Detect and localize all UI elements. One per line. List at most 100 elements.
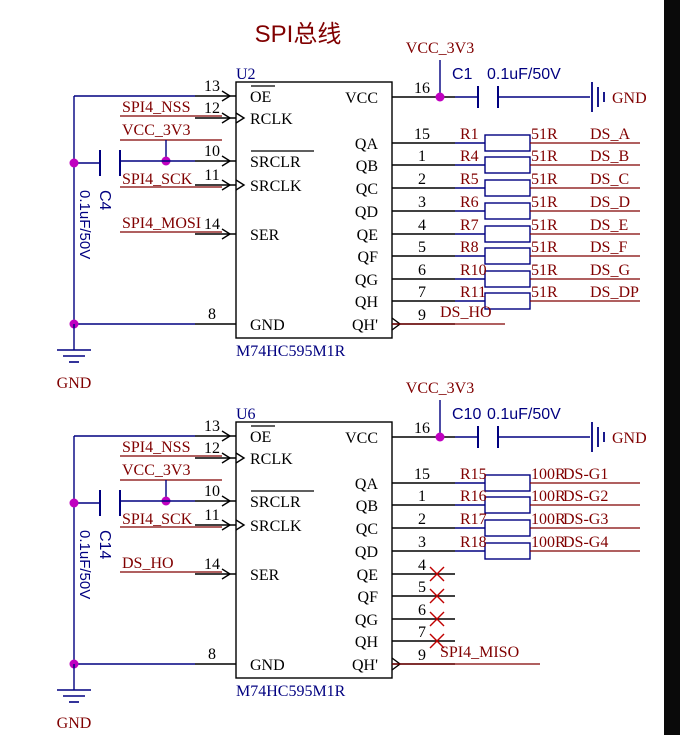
capacitor-c bbox=[477, 426, 499, 448]
resistor-r15 bbox=[484, 474, 531, 492]
pin-name: QC bbox=[356, 521, 378, 538]
input-arrow bbox=[221, 112, 232, 124]
pin-name: SRCLR bbox=[250, 154, 301, 171]
pin-number: 9 bbox=[418, 647, 426, 664]
pin-name: QA bbox=[355, 136, 379, 153]
resistor-ref: R15 bbox=[460, 466, 487, 483]
net-label-vcc: VCC_3V3 bbox=[122, 122, 190, 139]
net-label-output: DS-G4 bbox=[563, 534, 608, 551]
pin-number: 10 bbox=[204, 143, 220, 160]
pin-name: QB bbox=[356, 158, 378, 175]
pin-number: 7 bbox=[418, 284, 426, 301]
resistor-r5 bbox=[484, 179, 531, 197]
cap-value: 0.1uF/50V bbox=[487, 66, 561, 83]
pin-name: QH bbox=[355, 294, 379, 311]
pin-name: QH' bbox=[352, 657, 378, 674]
pin-name: QG bbox=[355, 612, 379, 629]
pin-number: 16 bbox=[414, 80, 430, 97]
cap-ref: C10 bbox=[452, 406, 481, 423]
pin-number: 8 bbox=[208, 646, 216, 663]
resistor-ref: R8 bbox=[460, 239, 479, 256]
pin-name: QF bbox=[358, 589, 379, 606]
resistor-r8 bbox=[484, 247, 531, 265]
resistor-r7 bbox=[484, 225, 531, 243]
capacitor-c bbox=[477, 86, 499, 108]
pin-number: 12 bbox=[204, 100, 220, 117]
ground-right bbox=[591, 422, 605, 452]
net-label-ser: DS_HO bbox=[122, 555, 174, 572]
net-label-spi4-nss: SPI4_NSS bbox=[122, 439, 190, 456]
clock-marker bbox=[235, 519, 246, 531]
net-label-output: DS_B bbox=[590, 148, 629, 165]
resistor-value: 51R bbox=[531, 284, 558, 301]
pin-number: 14 bbox=[204, 216, 220, 233]
resistor-value: 51R bbox=[531, 194, 558, 211]
resistor-r11 bbox=[484, 292, 531, 310]
pin-number: 14 bbox=[204, 556, 220, 573]
pin-number: 16 bbox=[414, 420, 430, 437]
input-arrow bbox=[221, 90, 232, 102]
net-label-qh: DS_HO bbox=[440, 304, 492, 321]
input-arrow bbox=[221, 568, 232, 580]
no-connect bbox=[429, 588, 445, 604]
ground-left bbox=[57, 324, 91, 363]
cap-ref: C4 bbox=[96, 190, 113, 211]
input-arrow bbox=[221, 519, 232, 531]
pin-number: 3 bbox=[418, 534, 426, 551]
resistor-value: 51R bbox=[531, 126, 558, 143]
pin-name: QD bbox=[355, 204, 378, 221]
pin-name: SER bbox=[250, 567, 280, 584]
resistor-ref: R6 bbox=[460, 194, 479, 211]
pin-name: SRCLR bbox=[250, 494, 301, 511]
pin-number: 13 bbox=[204, 418, 220, 435]
pin-name: SRCLK bbox=[250, 518, 302, 535]
resistor-ref: R10 bbox=[460, 262, 487, 279]
clock-marker bbox=[235, 452, 246, 464]
resistor-ref: R7 bbox=[460, 217, 479, 234]
cap-value: 0.1uF/50V bbox=[76, 190, 93, 259]
pin-number: 6 bbox=[418, 602, 426, 619]
resistor-ref: R1 bbox=[460, 126, 479, 143]
junction-dot bbox=[69, 158, 79, 168]
pin-number: 15 bbox=[414, 466, 430, 483]
input-arrow bbox=[221, 228, 232, 240]
resistor-ref: R5 bbox=[460, 171, 479, 188]
pin-number: 15 bbox=[414, 126, 430, 143]
chip-body bbox=[235, 81, 393, 339]
resistor-r17 bbox=[484, 519, 531, 537]
pin-name: QA bbox=[355, 476, 379, 493]
pin-number: 5 bbox=[418, 579, 426, 596]
resistor-r4 bbox=[484, 156, 531, 174]
pin-name: VCC bbox=[345, 430, 378, 447]
pin-number: 6 bbox=[418, 262, 426, 279]
no-connect bbox=[429, 566, 445, 582]
junction-dot bbox=[69, 498, 79, 508]
net-label-output: DS_D bbox=[590, 194, 630, 211]
net-label-output: DS_F bbox=[590, 239, 627, 256]
pin-name: QC bbox=[356, 181, 378, 198]
pin-name: SRCLK bbox=[250, 178, 302, 195]
pin-number: 4 bbox=[418, 217, 426, 234]
resistor-ref: R18 bbox=[460, 534, 487, 551]
net-label-qh: SPI4_MISO bbox=[440, 644, 519, 661]
clock-marker bbox=[235, 112, 246, 124]
pin-name: SER bbox=[250, 227, 280, 244]
pin-name: QE bbox=[357, 227, 378, 244]
net-label-ser: SPI4_MOSI bbox=[122, 215, 201, 232]
cap-value: 0.1uF/50V bbox=[76, 530, 93, 599]
resistor-ref: R16 bbox=[460, 488, 487, 505]
resistor-value: 100R bbox=[531, 511, 566, 528]
input-arrow bbox=[221, 430, 232, 442]
resistor-ref: R17 bbox=[460, 511, 487, 528]
resistor-r18 bbox=[484, 542, 531, 560]
pin-number: 3 bbox=[418, 194, 426, 211]
net-label-output: DS_DP bbox=[590, 284, 639, 301]
cap-value: 0.1uF/50V bbox=[487, 406, 561, 423]
net-label-output: DS_A bbox=[590, 126, 630, 143]
pin-number: 12 bbox=[204, 440, 220, 457]
input-arrow bbox=[221, 495, 232, 507]
pin-name: QD bbox=[355, 544, 378, 561]
cap-ref: C14 bbox=[96, 530, 113, 559]
gnd-label: GND bbox=[612, 430, 647, 447]
